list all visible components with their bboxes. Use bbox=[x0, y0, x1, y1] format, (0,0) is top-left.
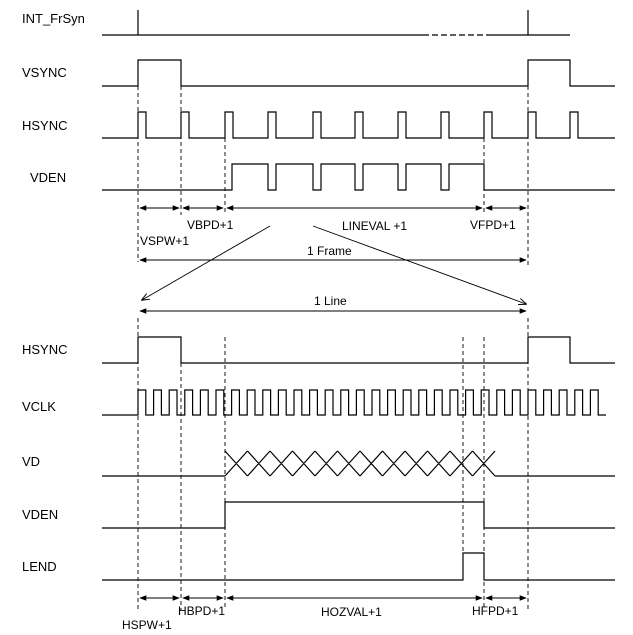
label-hsync-top: HSYNC bbox=[22, 118, 68, 133]
waveform-vden-bottom bbox=[102, 501, 615, 529]
label-hbpd: HBPD+1 bbox=[178, 604, 225, 618]
top-dimensions bbox=[139, 205, 527, 314]
top-guides bbox=[137, 86, 529, 265]
zoom-lines bbox=[142, 225, 526, 304]
label-lend: LEND bbox=[22, 559, 57, 574]
label-vspw: VSPW+1 bbox=[140, 234, 189, 248]
label-vfpd: VFPD+1 bbox=[470, 218, 516, 232]
waveform-vclk bbox=[102, 389, 606, 416]
label-vsync: VSYNC bbox=[22, 65, 67, 80]
waveform-vden-top bbox=[102, 163, 615, 191]
label-vden-bottom: VDEN bbox=[22, 507, 58, 522]
label-hsync-bottom: HSYNC bbox=[22, 342, 68, 357]
label-line: 1 Line bbox=[314, 294, 347, 308]
label-hspw: HSPW+1 bbox=[122, 618, 172, 632]
waveform-hsync-top bbox=[102, 111, 615, 139]
label-hozval: HOZVAL+1 bbox=[321, 605, 382, 619]
waveform-vd bbox=[102, 450, 615, 477]
waveform-int-frsyn bbox=[102, 10, 570, 36]
waveform-vsync bbox=[102, 59, 615, 87]
label-frame: 1 Frame bbox=[307, 244, 352, 258]
label-vd: VD bbox=[22, 454, 40, 469]
label-vbpd: VBPD+1 bbox=[187, 218, 234, 232]
label-int-frsyn: INT_FrSyn bbox=[22, 11, 85, 26]
label-hfpd: HFPD+1 bbox=[472, 604, 519, 618]
label-lineval: LINEVAL +1 bbox=[342, 219, 407, 233]
waveform-hsync-bottom bbox=[102, 336, 615, 364]
label-vden-top: VDEN bbox=[30, 170, 66, 185]
bottom-guides bbox=[137, 318, 529, 610]
waveform-lend bbox=[102, 552, 615, 581]
label-vclk: VCLK bbox=[22, 399, 56, 414]
